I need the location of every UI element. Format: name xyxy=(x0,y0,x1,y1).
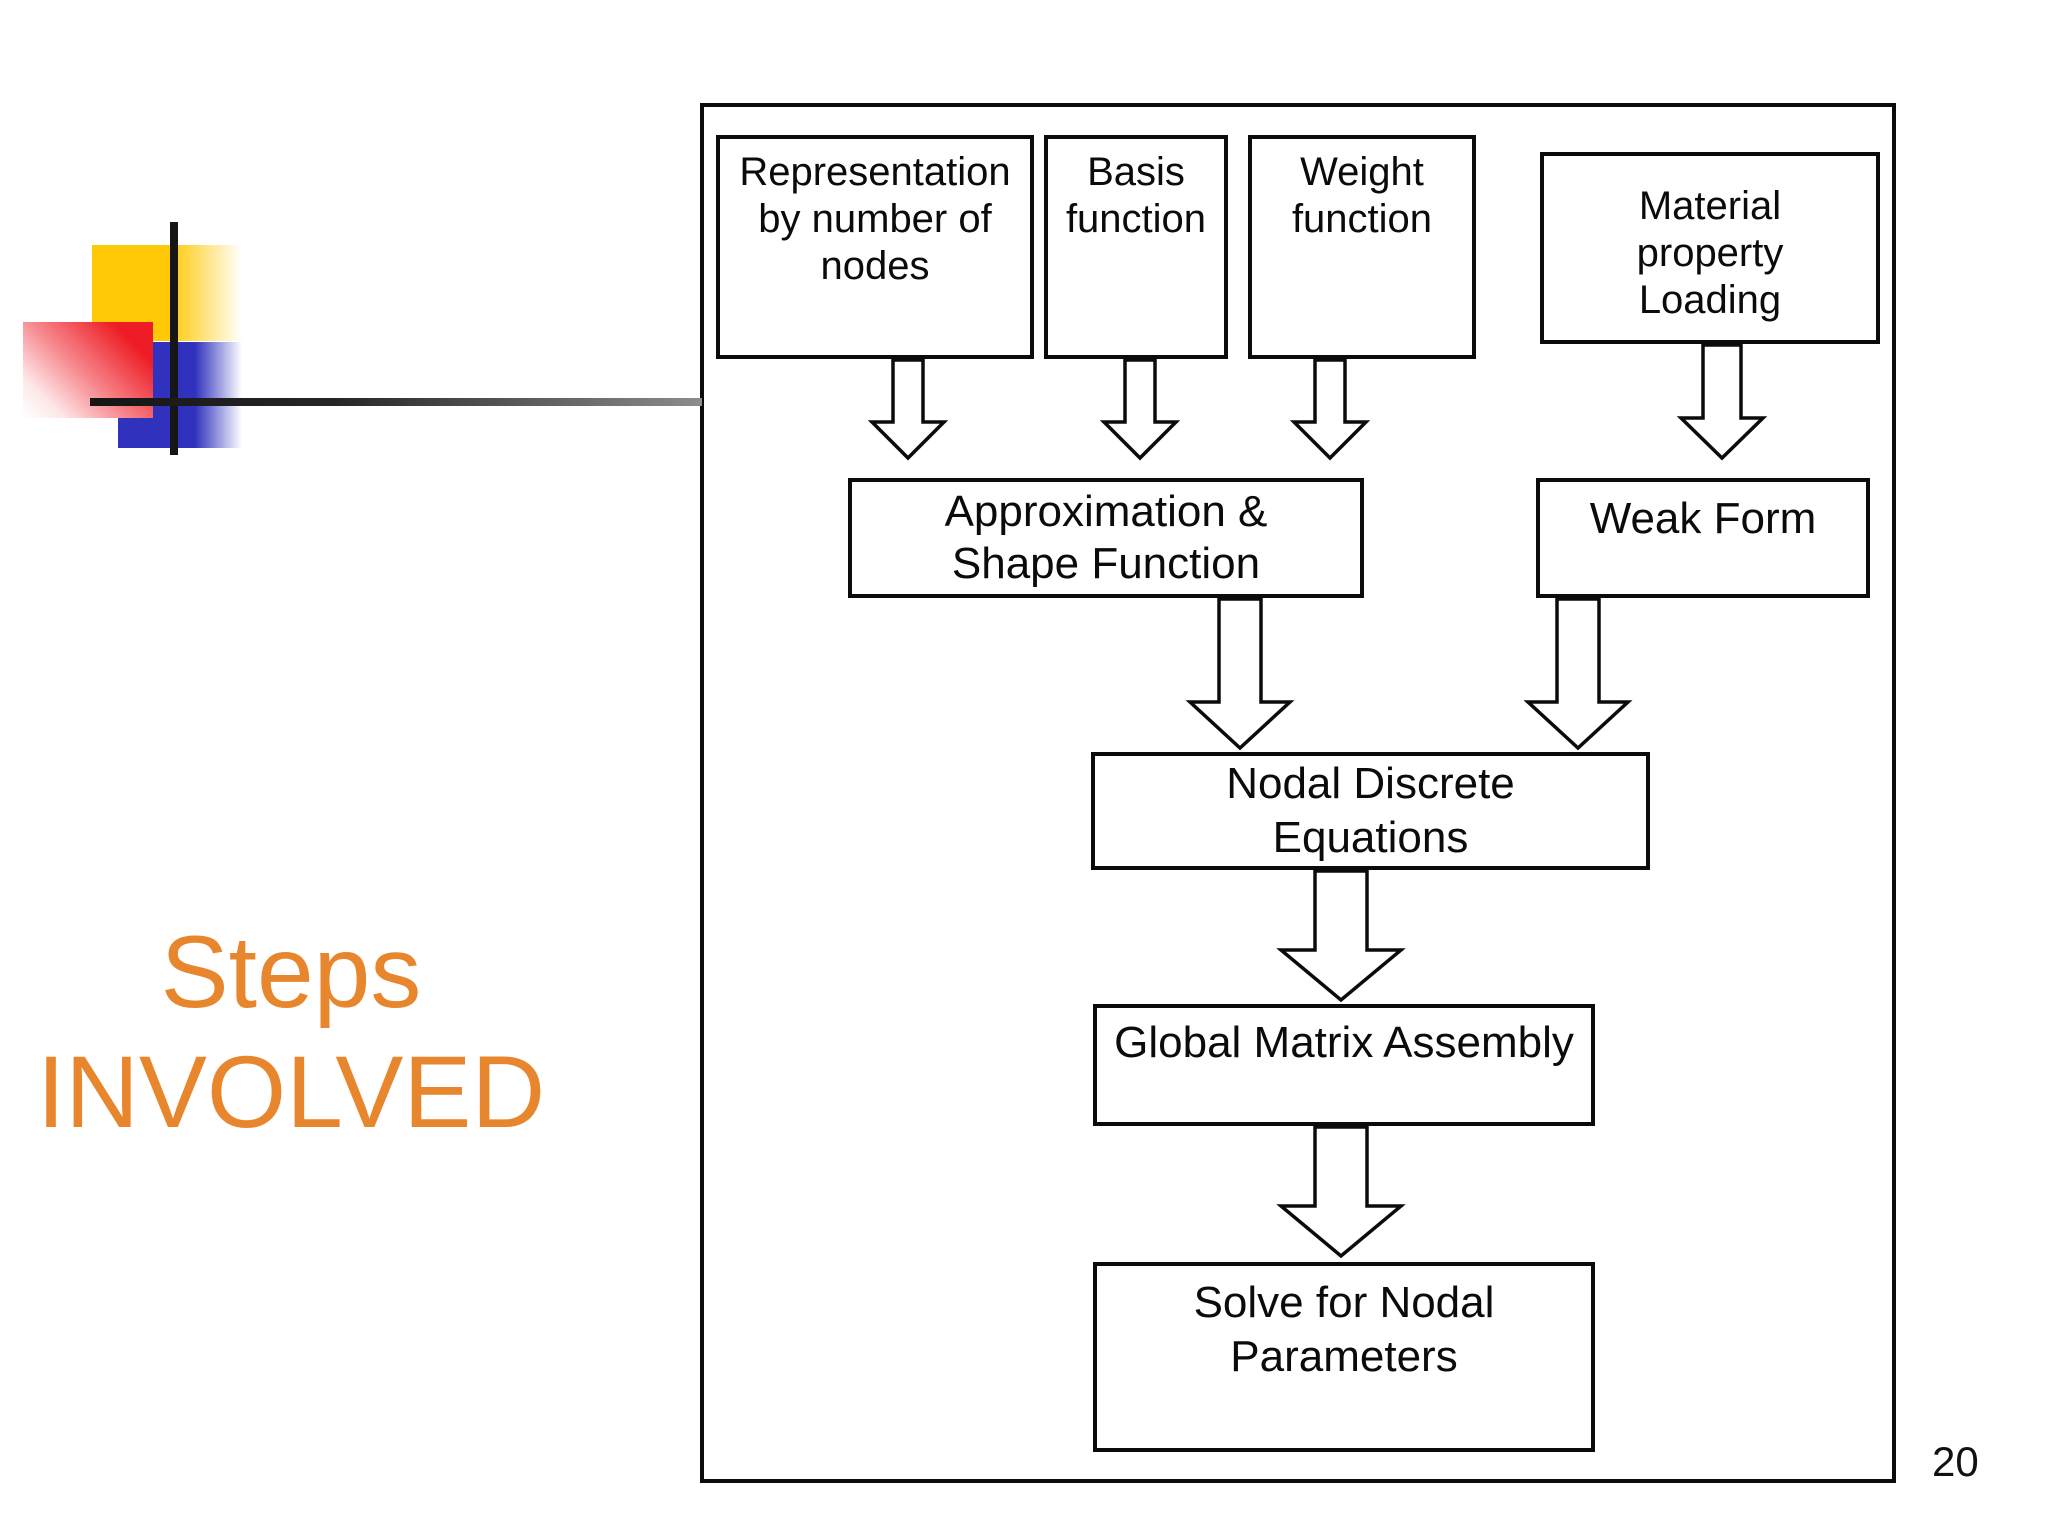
node-label: Weak Form xyxy=(1589,494,1817,543)
node-label: Weight function xyxy=(1291,150,1433,241)
node-label: Basis function xyxy=(1065,150,1207,241)
node-label: Global Matrix Assembly xyxy=(1114,1018,1574,1067)
decoration-vertical-line xyxy=(170,222,178,455)
node-representation-by-number-of-nodes: Representation by number of nodes xyxy=(716,135,1034,359)
diagram-frame xyxy=(700,103,1896,1483)
node-approximation-shape-function: Approximation & Shape Function xyxy=(848,478,1364,598)
node-basis-function: Basis function xyxy=(1044,135,1228,359)
decoration-horizontal-line xyxy=(90,398,702,406)
node-material-property-loading: Material property Loading xyxy=(1540,152,1880,344)
node-solve-for-nodal-parameters: Solve for Nodal Parameters xyxy=(1093,1262,1595,1452)
slide-title: Steps INVOLVED xyxy=(36,915,546,1149)
node-weak-form: Weak Form xyxy=(1536,478,1870,598)
node-label: Solve for Nodal Parameters xyxy=(1193,1278,1495,1381)
page-number: 20 xyxy=(1932,1438,1979,1485)
node-label: Approximation & Shape Function xyxy=(944,487,1268,588)
node-global-matrix-assembly: Global Matrix Assembly xyxy=(1093,1004,1595,1126)
node-nodal-discrete-equations: Nodal Discrete Equations xyxy=(1091,752,1650,870)
node-label: Material property Loading xyxy=(1636,183,1784,322)
node-weight-function: Weight function xyxy=(1248,135,1476,359)
node-label: Representation by number of nodes xyxy=(739,150,1011,288)
node-label: Nodal Discrete Equations xyxy=(1226,759,1515,862)
corner-decoration xyxy=(0,0,720,500)
